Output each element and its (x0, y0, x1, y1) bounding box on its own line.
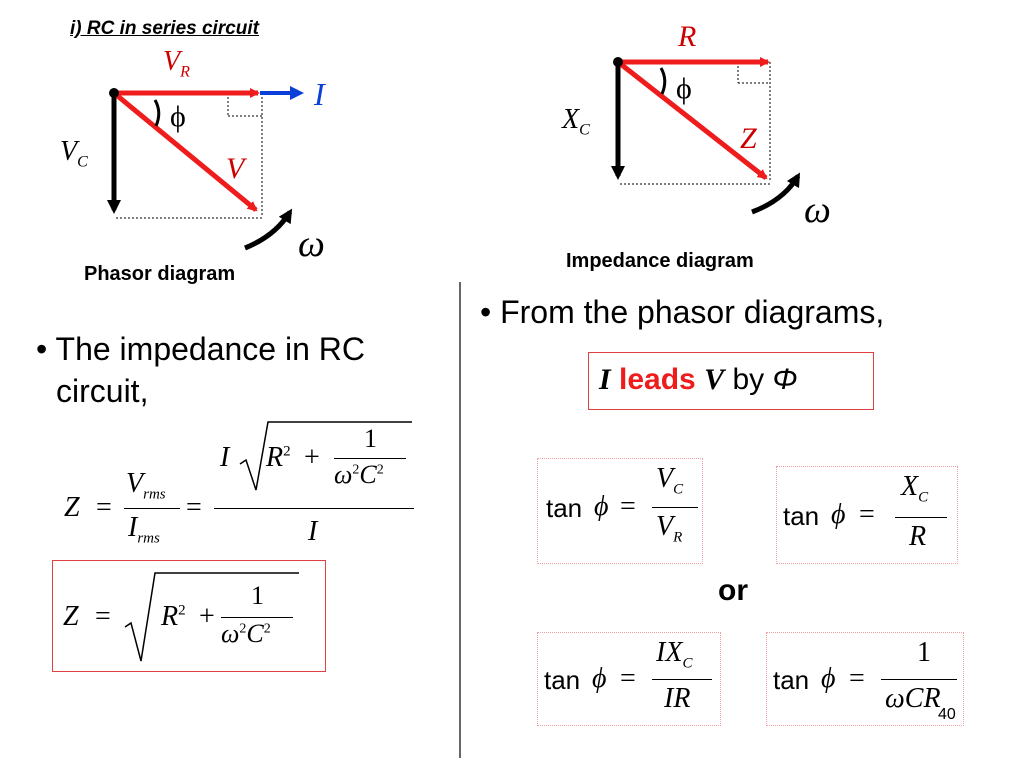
v-arrow (112, 91, 258, 212)
impedance-diagram (611, 57, 801, 215)
or-label: or (718, 574, 748, 607)
phasor-caption: Phasor diagram (84, 263, 236, 285)
label-r: R (678, 20, 697, 53)
label-xc: XC (562, 104, 590, 139)
right-bullet-text: • From the phasor diagrams, (480, 294, 885, 330)
impedance-caption: Impedance diagram (566, 250, 754, 272)
impedance-result-box: Z = R2 + 1 ω2C2 (52, 560, 326, 672)
z-arrow (616, 60, 768, 180)
tan-formula-1-wcr: tan ϕ = 1 ωCR (766, 632, 964, 726)
label-phi-phasor: ϕ (170, 100, 186, 133)
tan-formula-ixc-ir: tan ϕ = IXC IR (537, 632, 721, 726)
tan-formula-xc-r: tan ϕ = XC R (776, 466, 958, 564)
label-omega-phasor: ω (298, 223, 325, 265)
omega-arc-phasor (244, 208, 293, 251)
omega-arc-impedance (751, 172, 801, 215)
label-v: V (226, 152, 245, 185)
left-bullet-text: • The impedance in RC circuit, (36, 331, 365, 409)
section-title: i) RC in series circuit (70, 18, 260, 39)
label-phi-impedance: ϕ (676, 72, 692, 105)
label-z: Z (740, 122, 757, 155)
label-i: I (314, 76, 325, 112)
tan-formula-vc-vr: tan ϕ = VC VR (537, 458, 703, 564)
impedance-formula: Z = Vrms Irms = I R2 + 1 ω2C2 I (60, 420, 420, 560)
label-omega-impedance: ω (804, 189, 831, 231)
page-number: 40 (938, 706, 956, 723)
leads-box: I leads V by Φ (588, 352, 874, 410)
label-vr: VR (163, 46, 190, 81)
phasor-diagram (107, 86, 304, 251)
label-vc: VC (60, 136, 88, 171)
